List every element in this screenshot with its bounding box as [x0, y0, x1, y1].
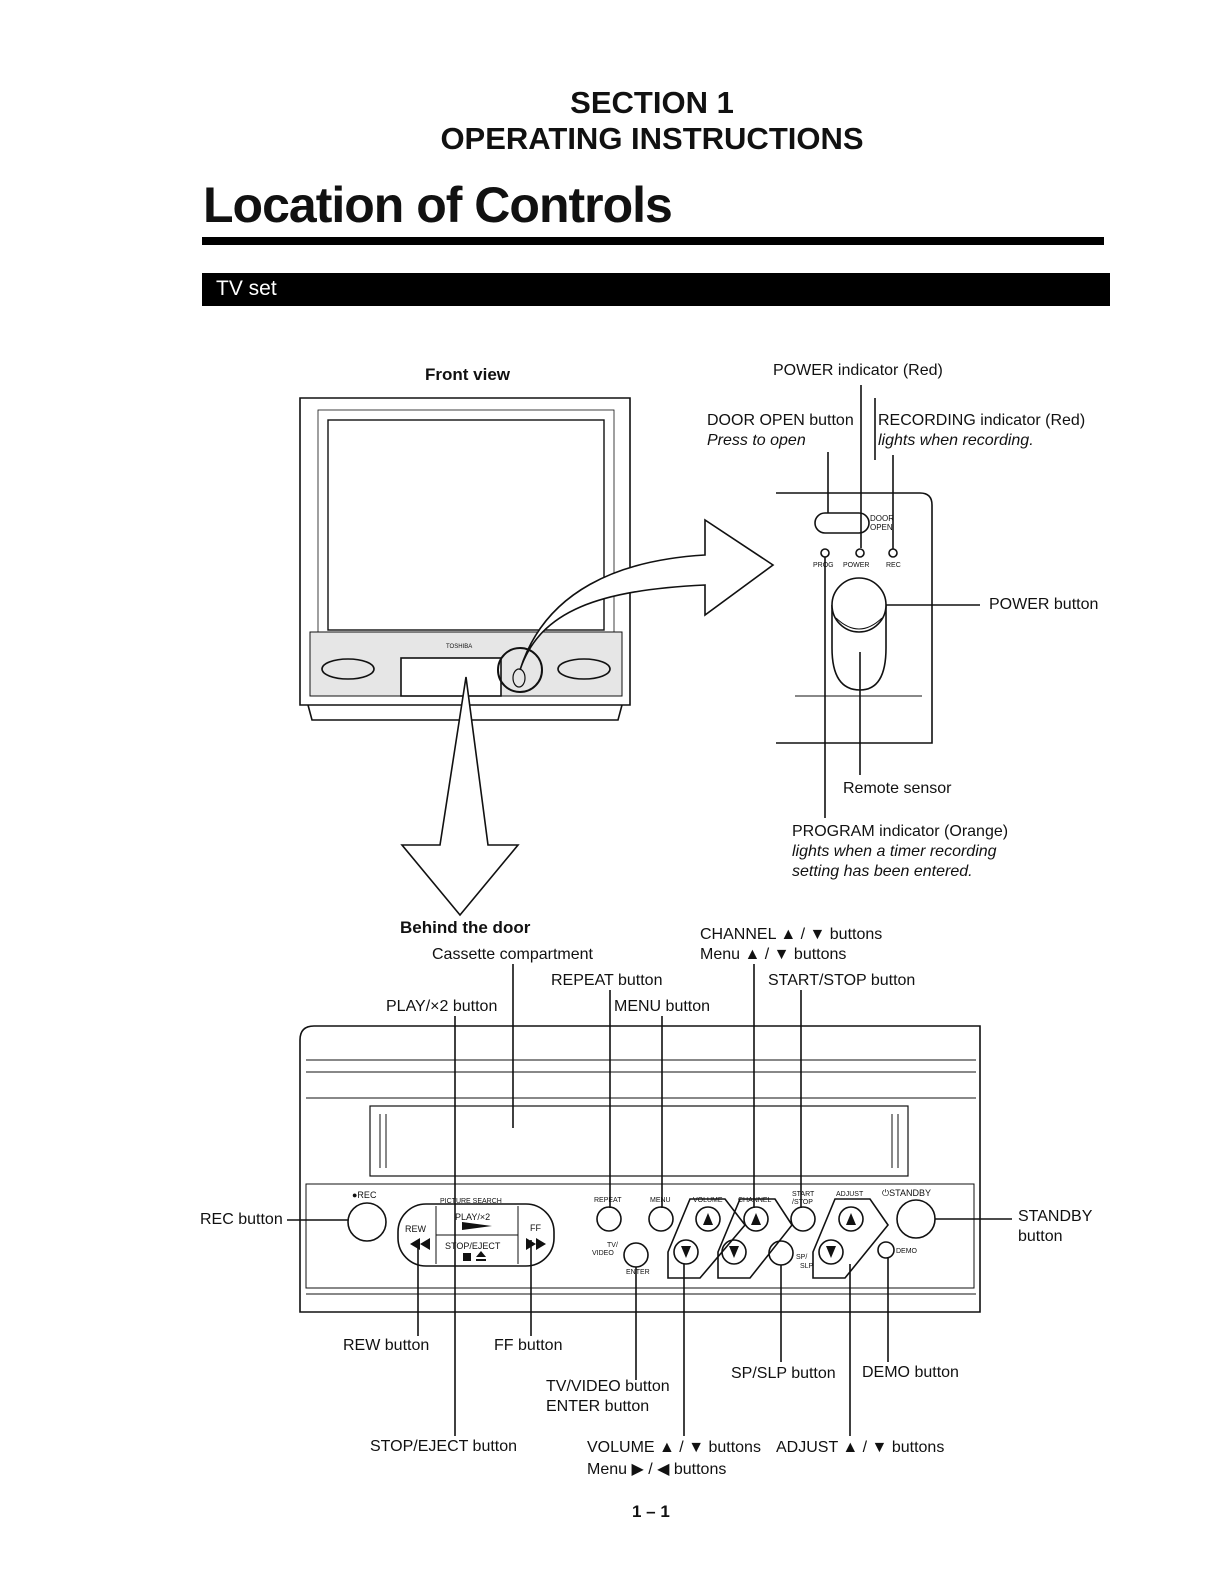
panel-prog-label: PROG [813, 562, 834, 569]
panel-ff-label: FF [530, 1223, 541, 1233]
recording-indicator-note: lights when recording. [878, 432, 1034, 449]
panel-video-label: VIDEO [592, 1250, 614, 1257]
menu-leftright-buttons-label: Menu ▶ / ◀ buttons [587, 1461, 727, 1478]
channel-buttons-label: CHANNEL ▲ / ▼ buttons [700, 926, 883, 943]
vcr-panel-illustration [287, 964, 1012, 1436]
tv-front-illustration [299, 397, 631, 721]
repeat-button-label: REPEAT button [551, 972, 663, 989]
program-indicator-note-2: setting has been entered. [792, 863, 973, 880]
door-open-note: Press to open [707, 432, 806, 449]
panel-rec-indicator-label: REC [886, 562, 901, 569]
program-indicator-note-1: lights when a timer recording [792, 843, 997, 860]
behind-door-heading: Behind the door [400, 918, 531, 937]
panel-rec-label: ●REC [352, 1190, 377, 1200]
start-stop-button-label: START/STOP button [768, 972, 916, 989]
panel-volume-label: VOLUME [693, 1197, 723, 1204]
recording-indicator-label: RECORDING indicator (Red) [878, 412, 1086, 429]
panel-start-label: START [792, 1191, 815, 1198]
panel-play-label: PLAY/×2 [455, 1212, 490, 1222]
front-panel-zoom [776, 492, 933, 744]
enter-button-label: ENTER button [546, 1398, 650, 1415]
cassette-compartment-label: Cassette compartment [432, 946, 593, 963]
ff-button-label: FF button [494, 1337, 563, 1354]
sp-slp-button-label: SP/SLP button [731, 1365, 836, 1382]
power-indicator-label: POWER indicator (Red) [773, 362, 943, 379]
section-number: SECTION 1 [570, 85, 734, 120]
section-bar-label: TV set [216, 277, 277, 300]
panel-slp-label: SLP [800, 1263, 814, 1270]
title-rule [202, 237, 1104, 245]
panel-power-label: POWER [843, 562, 869, 569]
section-bar: TV set [202, 273, 1110, 306]
panel-tv-label: TV/ [607, 1242, 618, 1249]
section-subtitle: OPERATING INSTRUCTIONS [440, 121, 864, 156]
page-number: 1 – 1 [632, 1502, 670, 1521]
panel-demo-label: DEMO [896, 1248, 918, 1255]
program-indicator-label: PROGRAM indicator (Orange) [792, 823, 1009, 840]
page-title: Location of Controls [203, 177, 673, 233]
volume-buttons-label: VOLUME ▲ / ▼ buttons [587, 1439, 761, 1456]
standby-button-label-2: button [1018, 1228, 1063, 1245]
panel-door-label: DOOR [870, 514, 894, 523]
adjust-buttons-label: ADJUST ▲ / ▼ buttons [776, 1439, 945, 1456]
demo-button-label: DEMO button [862, 1364, 959, 1381]
panel-stop-label: /STOP [792, 1199, 813, 1206]
rec-button-label: REC button [200, 1211, 283, 1228]
tv-video-button-label: TV/VIDEO button [546, 1378, 670, 1395]
panel-picture-search-label: PICTURE SEARCH [440, 1198, 502, 1205]
panel-sp-label: SP/ [796, 1254, 807, 1261]
power-button-label: POWER button [989, 596, 1099, 613]
panel-channel-label: CHANNEL [738, 1197, 772, 1204]
remote-sensor-label: Remote sensor [843, 780, 952, 797]
menu-updown-buttons-label: Menu ▲ / ▼ buttons [700, 946, 847, 963]
panel-stop-eject-label: STOP/EJECT [445, 1241, 501, 1251]
standby-button-label-1: STANDBY [1018, 1208, 1093, 1225]
door-open-button-label: DOOR OPEN button [707, 412, 854, 429]
menu-button-label: MENU button [614, 998, 711, 1015]
play-button-label: PLAY/×2 button [386, 998, 498, 1015]
panel-open-label: OPEN [870, 523, 893, 532]
panel-menu-label: MENU [650, 1197, 671, 1204]
panel-adjust-label: ADJUST [836, 1191, 864, 1198]
tv-brand-logo: TOSHIBA [446, 644, 472, 650]
rew-button-label: REW button [343, 1337, 430, 1354]
stop-eject-button-label: STOP/EJECT button [370, 1438, 518, 1455]
panel-rew-label: REW [405, 1224, 427, 1234]
panel-repeat-label: REPEAT [594, 1197, 622, 1204]
front-view-heading: Front view [425, 365, 511, 384]
panel-enter-label: ENTER [626, 1269, 650, 1276]
panel-standby-label: ⏻STANDBY [882, 1188, 931, 1198]
